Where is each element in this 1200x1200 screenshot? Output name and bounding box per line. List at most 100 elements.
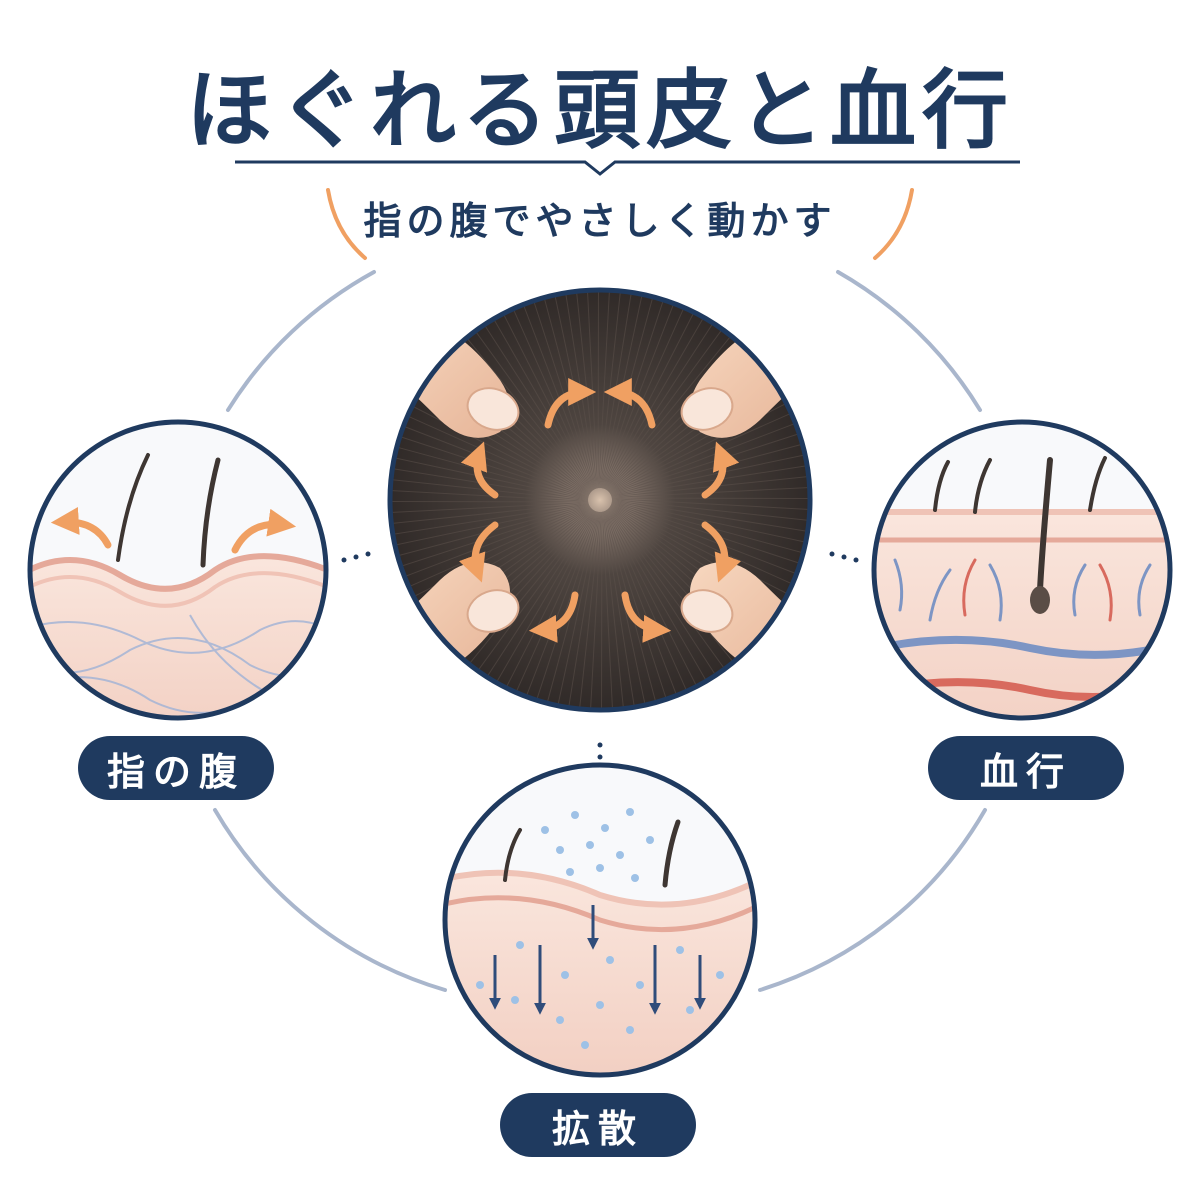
particle (596, 1001, 604, 1009)
hair-strand (523, 511, 598, 702)
hair-strand (483, 510, 596, 682)
hair-strand (390, 503, 589, 536)
particle (601, 824, 609, 832)
right-bracket-accent (873, 188, 914, 260)
hair-strand (407, 403, 589, 497)
hair-strand (602, 511, 625, 710)
hair-strand (578, 511, 602, 710)
hair-strand (611, 502, 802, 577)
hair-strand (611, 501, 806, 566)
hair-strand (503, 511, 597, 693)
down-arrow-icon (489, 905, 706, 1015)
scalp-massage-illustration (387, 287, 813, 713)
hair-strand (391, 445, 589, 500)
hair-strand (390, 502, 589, 525)
hair-strand (567, 511, 601, 710)
lift-arrow-icon (50, 507, 297, 554)
particle (561, 971, 569, 979)
hair-strand (556, 511, 600, 710)
particle (626, 808, 634, 816)
blood-circulation-illustration (871, 419, 1173, 721)
hair-strand (601, 511, 614, 710)
capillaries (893, 558, 1152, 622)
particle (676, 946, 684, 954)
hair-strand (605, 510, 679, 701)
hair-strand (604, 510, 669, 705)
hair-strand (463, 333, 592, 493)
connecting-ring (213, 270, 987, 992)
hair-strand (465, 510, 595, 669)
hair-strand (398, 423, 589, 498)
particle (606, 956, 614, 964)
hair-strand (394, 434, 589, 499)
curved-arrow-icon (459, 378, 741, 643)
particle (636, 981, 644, 989)
particle (541, 826, 549, 834)
hair-strand (602, 302, 687, 489)
hair-strand (399, 505, 590, 579)
particle (581, 1041, 589, 1049)
hair-strand (390, 456, 589, 500)
page-title: ほぐれる頭皮と血行 (186, 60, 1014, 161)
hair-strand (490, 314, 593, 491)
hair-strand (513, 511, 598, 698)
hair-strand (605, 324, 726, 490)
hair-strand (534, 511, 599, 706)
label-finger-pad: 指の腹 (78, 736, 274, 800)
particle (556, 846, 564, 854)
hair-strand (602, 298, 677, 489)
hair-strand (609, 410, 796, 494)
hair-strand (603, 312, 707, 490)
hair-strand (390, 467, 589, 501)
particle (571, 811, 579, 819)
hair-strand (474, 510, 595, 676)
hair-strand (521, 299, 595, 490)
title-underline (235, 160, 1020, 176)
hair-strand (611, 453, 810, 497)
particle (566, 868, 574, 876)
hair-strand (500, 308, 594, 491)
hair-strand (601, 294, 666, 489)
hair-strand (611, 498, 810, 522)
hair-strand (402, 413, 589, 498)
left-bracket-accent (326, 188, 367, 260)
hair-strand (603, 511, 636, 710)
diffusion-illustration (442, 762, 758, 1078)
hair-strand (510, 304, 594, 491)
hair-strands (390, 290, 810, 710)
hair-strand (531, 295, 596, 490)
molecule-particles (476, 808, 724, 1049)
finger-pad-skin-illustration (27, 419, 329, 721)
hair-strand (395, 504, 590, 569)
hair-strand (611, 502, 798, 587)
particle (586, 841, 594, 849)
particle (596, 864, 604, 872)
hair-strand (493, 510, 597, 688)
particle (631, 874, 639, 882)
hair-strand (611, 500, 810, 544)
particle (686, 1006, 694, 1014)
hair-strand (390, 489, 589, 502)
particle (511, 996, 519, 1004)
hair-strand (608, 508, 729, 674)
particle (516, 941, 524, 949)
hair-strand (611, 499, 810, 533)
hair-strand (607, 509, 710, 686)
particle (716, 971, 724, 979)
hair-strand (390, 501, 589, 514)
hair-strand (404, 506, 591, 590)
particle (626, 1026, 634, 1034)
hair-strand (610, 442, 808, 496)
hair-strand (606, 509, 690, 696)
hair-strand (611, 498, 810, 511)
hair-strand (604, 318, 717, 490)
particle (476, 981, 484, 989)
particle (616, 851, 624, 859)
hair-strand (608, 507, 737, 667)
hair-strand (611, 503, 793, 597)
hair-strand (606, 509, 700, 692)
hair-strand (605, 331, 735, 490)
hair-strand (481, 320, 593, 492)
particle (556, 1016, 564, 1024)
